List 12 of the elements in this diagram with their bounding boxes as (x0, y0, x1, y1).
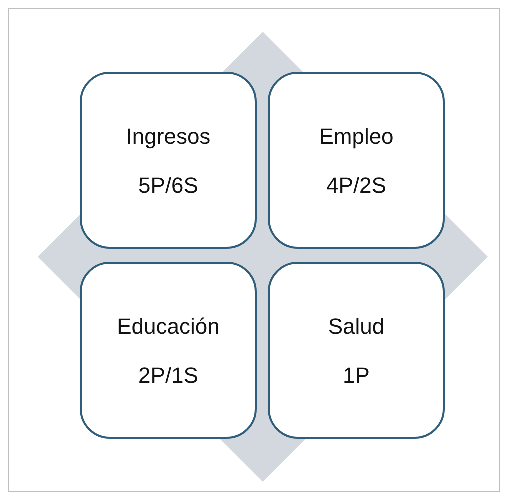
category-label: Salud (328, 312, 385, 340)
count-label: 2P/1S (138, 362, 198, 390)
category-label: Empleo (319, 122, 394, 151)
count-label: 1P (343, 362, 370, 390)
count-label: 5P/6S (138, 172, 198, 200)
count-label: 4P/2S (326, 172, 386, 200)
category-label: Educación (117, 312, 220, 340)
rounded-box (80, 262, 257, 439)
rounded-box (268, 72, 445, 249)
category-label: Ingresos (126, 122, 211, 151)
rounded-box (80, 72, 257, 249)
rounded-box (268, 262, 445, 439)
